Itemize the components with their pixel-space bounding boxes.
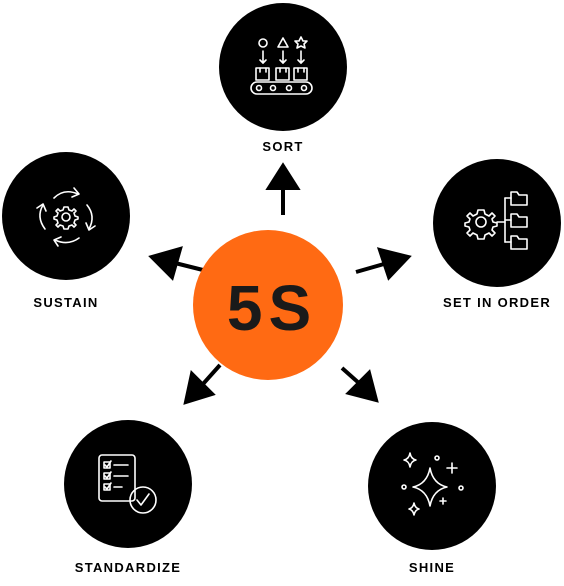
gear-folder-tree-icon [464, 191, 528, 250]
center-circle [193, 230, 343, 380]
arrow-standardize [183, 363, 222, 405]
node-sustain [2, 152, 130, 280]
conveyor-shapes-icon [250, 36, 313, 95]
sparkles-icon [401, 452, 464, 516]
arrow-sort [265, 162, 301, 215]
node-sustain-label: SUSTAIN [33, 295, 98, 310]
node-sustain-circle [2, 152, 130, 280]
node-standardize [64, 420, 192, 548]
node-standardize-label: STANDARDIZE [75, 560, 182, 575]
node-shine-circle [368, 422, 496, 550]
node-shine-label: SHINE [409, 560, 455, 575]
node-shine [368, 422, 496, 550]
node-sort [219, 3, 347, 131]
arrows [148, 162, 412, 405]
node-set-in-order-label: SET IN ORDER [443, 295, 551, 310]
arrow-sustain [148, 246, 204, 281]
node-sort-label: SORT [262, 139, 303, 154]
gear-cycle-arrows-icon [36, 187, 96, 247]
arrow-set-in-order [355, 247, 412, 281]
center-label: 5S [227, 272, 317, 344]
checklist-document-icon [98, 454, 157, 514]
node-sort-circle [219, 3, 347, 131]
arrow-shine [340, 366, 379, 403]
node-standardize-circle [64, 420, 192, 548]
node-set-in-order [433, 159, 561, 287]
